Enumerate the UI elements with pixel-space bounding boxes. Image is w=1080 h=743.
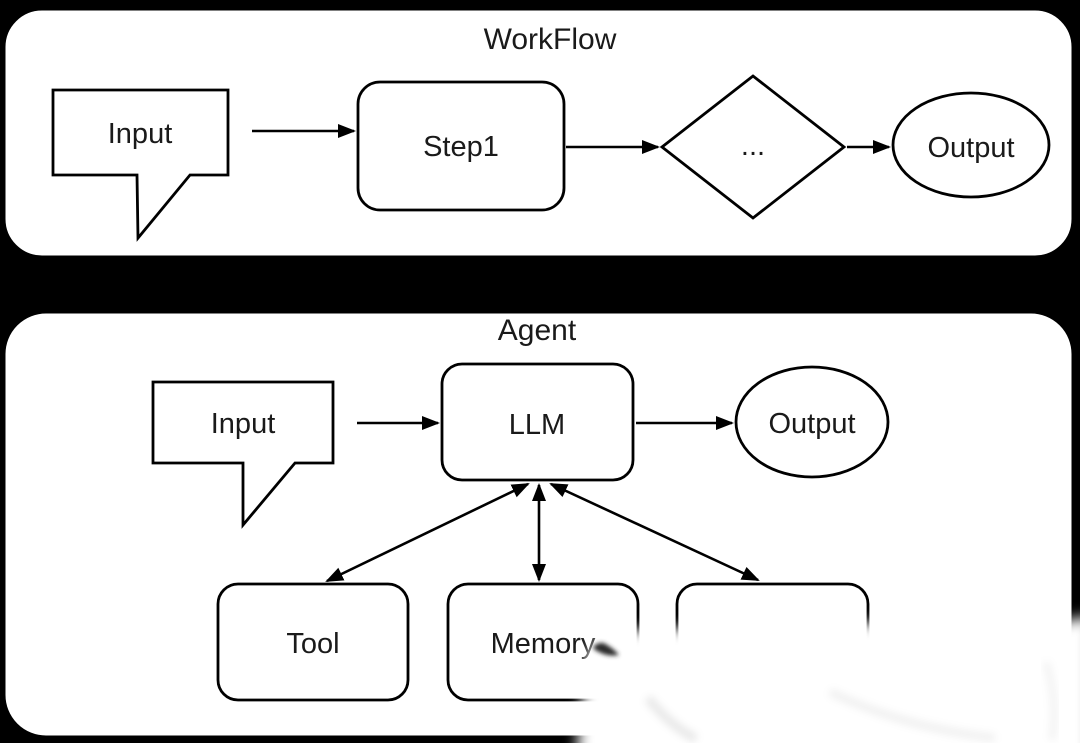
smudge-wisp bbox=[828, 688, 996, 742]
agent-llm-node: LLM bbox=[440, 362, 635, 482]
workflow-input-label: Input bbox=[108, 118, 173, 150]
rounded-rect-shape bbox=[440, 362, 635, 482]
agent-memory-label: Memory bbox=[491, 628, 596, 660]
edge-llm-extra-bidirectional bbox=[549, 482, 760, 582]
diamond-shape bbox=[659, 74, 847, 220]
callout-shape bbox=[51, 88, 230, 242]
workflow-input-node: Input bbox=[51, 88, 230, 242]
workflow-decision-node: ... bbox=[659, 74, 847, 220]
agent-tool-label: Tool bbox=[286, 628, 339, 660]
callout-shape bbox=[151, 380, 335, 529]
agent-llm-label: LLM bbox=[509, 409, 565, 441]
workflow-step1-node: Step1 bbox=[356, 80, 566, 212]
agent-output-node: Output bbox=[734, 365, 890, 479]
smudge-wisp bbox=[1042, 660, 1058, 741]
ellipse-shape bbox=[734, 365, 890, 479]
workflow-panel-title: WorkFlow bbox=[484, 23, 617, 56]
workflow-output-label: Output bbox=[927, 132, 1014, 164]
agent-output-label: Output bbox=[768, 408, 855, 440]
agent-panel-title: Agent bbox=[498, 314, 577, 347]
agent-tool-node: Tool bbox=[216, 582, 410, 702]
workflow-panel: WorkFlow Input Step1 ... Output bbox=[2, 7, 1075, 259]
ellipse-shape bbox=[891, 91, 1051, 199]
smudge-artifact bbox=[577, 618, 1080, 743]
smudge-white-blob bbox=[577, 618, 1080, 743]
workflow-decision-label: ... bbox=[741, 130, 765, 162]
rounded-rect-shape bbox=[356, 80, 566, 212]
workflow-output-node: Output bbox=[891, 91, 1051, 199]
workflow-step1-label: Step1 bbox=[423, 131, 499, 163]
edge-llm-tool-bidirectional bbox=[325, 482, 530, 583]
smudge-wisp bbox=[644, 695, 699, 743]
agent-input-node: Input bbox=[151, 380, 335, 529]
agent-input-label: Input bbox=[211, 408, 276, 440]
rounded-rect-shape bbox=[216, 582, 410, 702]
smudge-dark-remnant bbox=[593, 642, 619, 656]
